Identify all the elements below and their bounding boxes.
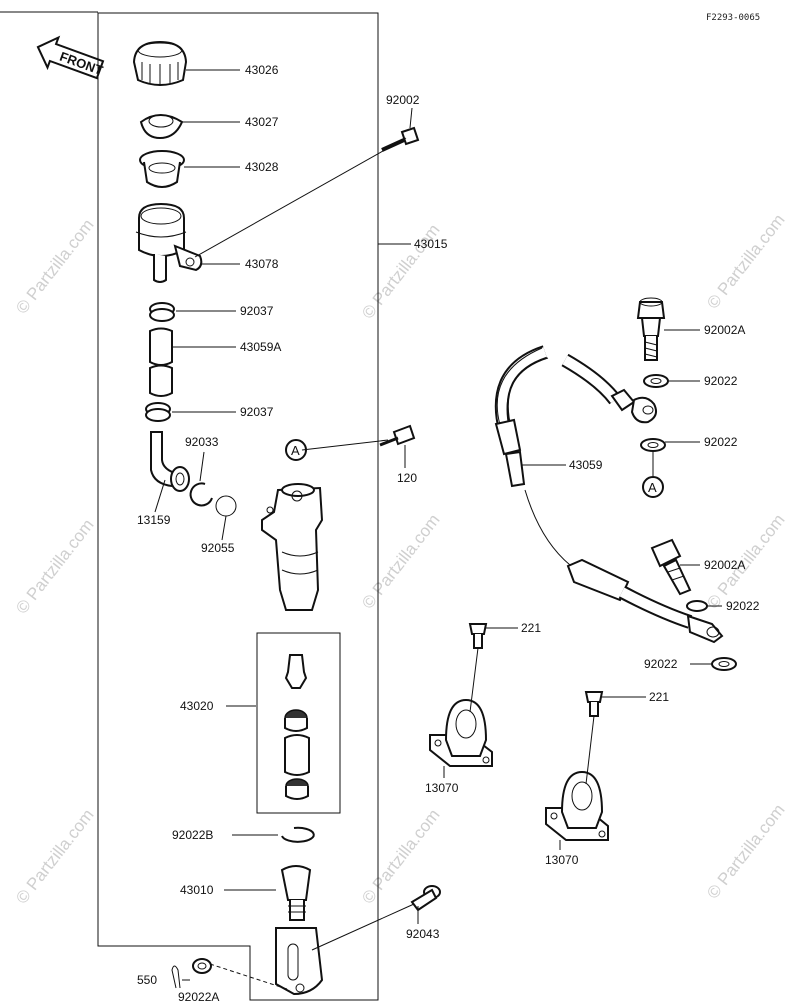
label-92022-3: 92022 <box>726 599 760 613</box>
push-rod-clevis <box>275 865 324 996</box>
label-550: 550 <box>137 973 157 987</box>
brake-hose <box>494 345 724 644</box>
mount-screw <box>584 691 604 717</box>
bleeder-bolt <box>379 424 416 447</box>
reference-code: F2293-0065 <box>706 13 760 23</box>
piston-kit-parts <box>284 654 310 800</box>
label-92022a: 92022A <box>178 990 219 1003</box>
watermark: © Partzilla.com <box>703 800 789 902</box>
watermark: © Partzilla.com <box>358 510 444 612</box>
hose-clamp <box>145 402 171 422</box>
part-labels: 43026 43027 43028 43078 92037 43059A 920… <box>137 63 760 1004</box>
mount-screw <box>468 623 488 649</box>
watermark: © Partzilla.com <box>358 220 444 322</box>
label-92033: 92033 <box>185 435 219 449</box>
cotter-pin <box>171 965 181 989</box>
label-43027: 43027 <box>245 115 279 129</box>
label-13070-2: 13070 <box>545 853 579 867</box>
banjo-bolt <box>650 538 692 596</box>
reservoir-tank <box>135 202 203 283</box>
watermark: © Partzilla.com <box>703 210 789 312</box>
label-13159: 13159 <box>137 513 171 527</box>
label-13070-1: 13070 <box>425 781 459 795</box>
copper-washer <box>643 374 669 388</box>
label-92037-bottom: 92037 <box>240 405 274 419</box>
label-92022b: 92022B <box>172 828 213 842</box>
label-43059a: 43059A <box>240 340 281 354</box>
banjo-bolt <box>636 297 666 361</box>
assembly-outline <box>97 12 379 1001</box>
washer <box>192 958 212 974</box>
callout-a: A <box>642 476 664 498</box>
label-92002: 92002 <box>386 93 420 107</box>
circlip <box>189 482 213 507</box>
copper-washer <box>686 600 708 612</box>
hose-clamp <box>149 302 175 322</box>
svg-text:A: A <box>648 480 657 495</box>
elbow-fitting <box>150 431 190 492</box>
svg-text:A: A <box>291 443 300 458</box>
label-43028: 43028 <box>245 160 279 174</box>
label-43026: 43026 <box>245 63 279 77</box>
watermark: © Partzilla.com <box>12 515 98 617</box>
label-43020: 43020 <box>180 699 214 713</box>
piston-circlip <box>281 826 315 843</box>
label-43010: 43010 <box>180 883 214 897</box>
label-92055: 92055 <box>201 541 235 555</box>
label-92002a-top: 92002A <box>704 323 745 337</box>
clevis-pin <box>410 885 441 912</box>
label-221-1: 221 <box>521 621 541 635</box>
leader-lines <box>154 69 722 991</box>
label-43059: 43059 <box>569 458 603 472</box>
hose-bracket <box>545 770 609 841</box>
label-92002a-bottom: 92002A <box>704 558 745 572</box>
watermark: © Partzilla.com <box>12 805 98 907</box>
label-92022-1: 92022 <box>704 374 738 388</box>
label-221-2: 221 <box>649 690 669 704</box>
label-92022-2: 92022 <box>704 435 738 449</box>
reservoir-bolt <box>381 126 420 152</box>
diaphragm <box>139 150 185 188</box>
diaphragm-plate <box>139 114 184 140</box>
o-ring <box>215 495 237 517</box>
label-92037-top: 92037 <box>240 304 274 318</box>
label-92022-4: 92022 <box>644 657 678 671</box>
piston-kit-box <box>256 632 341 814</box>
label-92043: 92043 <box>406 927 440 941</box>
master-cylinder-body <box>261 483 324 611</box>
hose-bracket <box>429 698 493 767</box>
label-43078: 43078 <box>245 257 279 271</box>
label-120: 120 <box>397 471 417 485</box>
copper-washer <box>640 438 666 452</box>
reservoir-cap <box>132 40 188 86</box>
reservoir-hose <box>149 327 173 397</box>
label-43015: 43015 <box>414 237 448 251</box>
watermark: © Partzilla.com <box>12 215 98 317</box>
front-arrow-icon: FRONT <box>36 35 105 80</box>
copper-washer <box>711 657 737 671</box>
